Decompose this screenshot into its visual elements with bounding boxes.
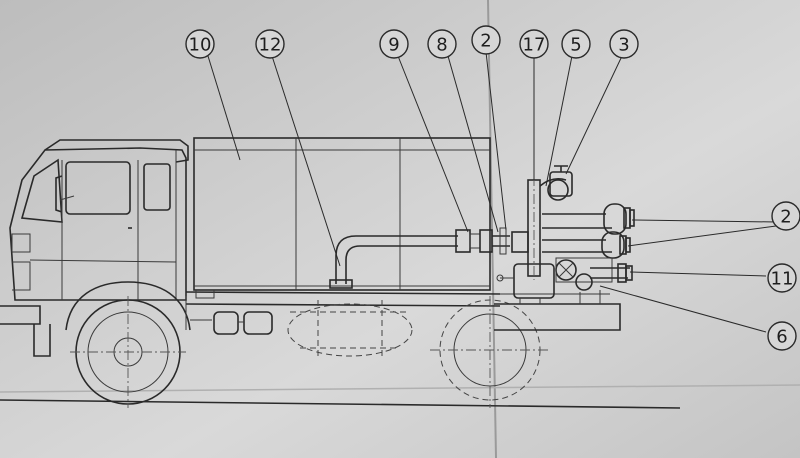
callout-17: 17 [519,29,549,59]
callout-17-label: 17 [523,35,546,56]
truck-cab [0,139,189,357]
callout-2-right: 2 [771,201,800,231]
callout-10-label: 10 [189,35,212,56]
callout-10: 10 [185,29,215,59]
pipe-line [329,227,529,289]
callout-9: 9 [379,29,409,59]
callout-9-label: 9 [388,35,399,56]
paper-fold [487,0,497,458]
leader-lines [207,51,777,333]
callout-5: 5 [561,29,591,59]
pump-unit [494,165,635,331]
callout-6-label: 6 [776,327,787,348]
tank-body [193,137,491,299]
callout-2-top: 2 [471,25,501,55]
chassis [185,291,501,357]
callout-8: 8 [427,29,457,59]
callout-2-right-label: 2 [780,207,791,228]
callout-3-label: 3 [618,35,629,56]
front-wheel [65,281,191,408]
callout-3: 3 [609,29,639,59]
callout-12-label: 12 [259,35,282,56]
rear-wheel [430,296,550,408]
paper-crease [0,384,800,393]
callout-6: 6 [767,321,797,351]
callout-5-label: 5 [570,35,581,56]
callout-2-top-label: 2 [480,31,491,52]
callout-8-label: 8 [436,35,447,56]
callout-11-label: 11 [771,269,794,290]
callout-11: 11 [767,263,797,293]
callout-12: 12 [255,29,285,59]
